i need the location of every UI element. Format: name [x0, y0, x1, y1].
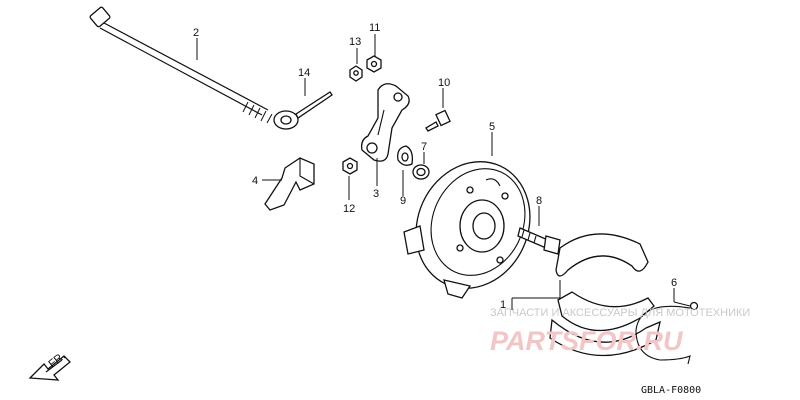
- callout-12: 12: [343, 203, 355, 215]
- callout-7: 7: [421, 141, 427, 153]
- part-return-spring: [635, 301, 699, 365]
- watermark-tagline: ЗАПЧАСТИ И АКСЕССУАРЫ ДЛЯ МОТОТЕХНИКИ: [490, 307, 750, 319]
- part-oring-7: [412, 164, 430, 180]
- callout-1: 1: [500, 299, 506, 311]
- part-cam-lever: [360, 83, 410, 162]
- callout-10: 10: [438, 77, 450, 89]
- callout-11: 11: [369, 22, 380, 34]
- part-nut-12: [342, 157, 358, 175]
- front-direction-indicator: FR.: [28, 350, 71, 381]
- callouts: 2 14 13 11 10 5 7 4 3 9 12 8 6 1: [193, 22, 677, 311]
- callout-3: 3: [373, 188, 379, 200]
- callout-4: 4: [252, 175, 258, 187]
- watermark: ЗАПЧАСТИ И АКСЕССУАРЫ ДЛЯ МОТОТЕХНИКИ PA…: [490, 307, 750, 356]
- part-bolt-10: [425, 109, 451, 132]
- callout-9: 9: [400, 195, 406, 207]
- callout-6: 6: [671, 277, 677, 289]
- part-axle-bolt: [89, 6, 273, 124]
- callout-8: 8: [536, 195, 542, 207]
- callout-2: 2: [193, 27, 199, 39]
- leader-lines: [196, 34, 691, 310]
- part-brake-panel: [403, 161, 531, 299]
- callout-5: 5: [489, 121, 495, 133]
- part-nut-11: [366, 55, 382, 73]
- figure-code: GBLA-F0800: [641, 385, 701, 396]
- part-brake-cam: [517, 227, 561, 255]
- watermark-logo: PARTSFOR.RU: [490, 326, 684, 356]
- part-brake-arm: [264, 157, 315, 211]
- part-pin-eye: [273, 91, 333, 130]
- callout-13: 13: [349, 36, 361, 48]
- part-nut-13: [349, 65, 363, 82]
- part-seal-9: [397, 145, 414, 166]
- part-brake-shoes: [549, 233, 661, 357]
- callout-14: 14: [298, 67, 310, 79]
